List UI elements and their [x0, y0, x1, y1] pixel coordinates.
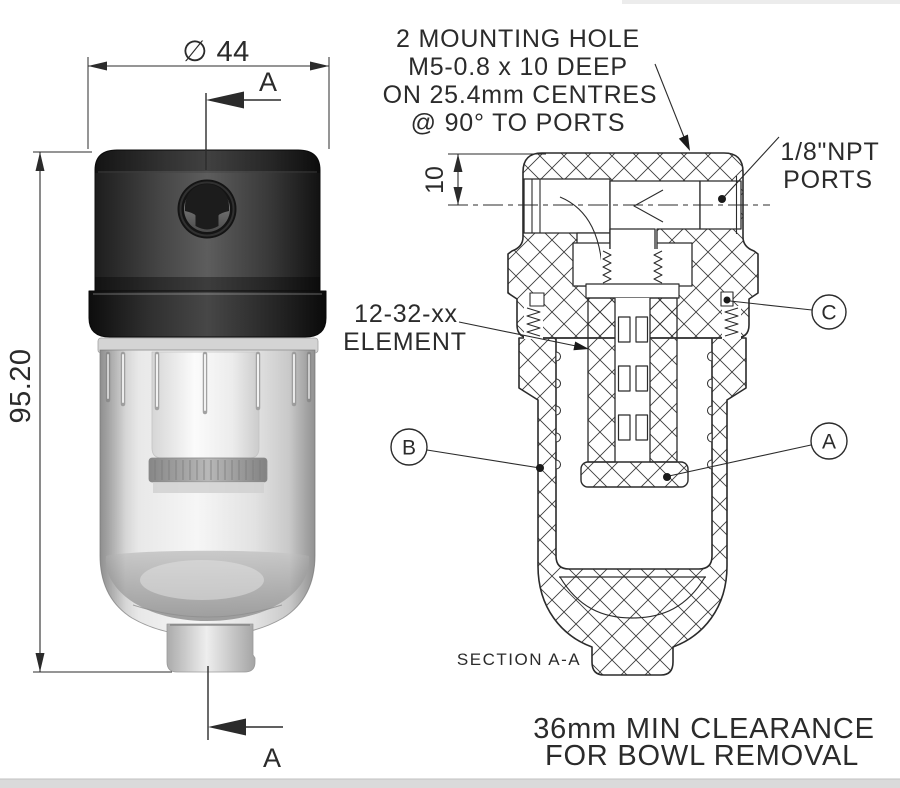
section-cut-label-top: A: [259, 67, 277, 97]
section-view-label: SECTION A-A: [457, 650, 581, 669]
cap-flange: [88, 290, 327, 338]
element-wall-right: [649, 297, 678, 463]
height-dimension: [33, 151, 172, 673]
port-depth-dimension: [448, 153, 546, 205]
section-cut-arrow-bottom: [207, 666, 283, 740]
balloon-a-leader: [663, 444, 812, 481]
element-wall-left: [587, 297, 616, 463]
note-ports-line2: PORTS: [783, 166, 873, 194]
balloon-b-leader: [426, 449, 544, 472]
section-element: [580, 283, 689, 488]
balloon-c-label: C: [821, 302, 836, 325]
note-mounting-hole-line2: M5-0.8 x 10 DEEP: [408, 53, 628, 81]
element-bottom-cap: [580, 461, 689, 488]
dim-diameter-text: ∅ 44: [182, 36, 250, 68]
note-element: 12-32-xx ELEMENT: [343, 300, 467, 356]
element-louvers: [617, 316, 649, 441]
note-element-line1: 12-32-xx: [354, 300, 458, 328]
note-ports: 1/8"NPT PORTS: [780, 138, 879, 194]
note-clearance-line1: 36mm MIN CLEARANCE: [533, 713, 875, 745]
bowl-inner-bottom: [559, 576, 706, 619]
note-ports-line1: 1/8"NPT: [780, 138, 879, 166]
standpipe: [609, 228, 656, 288]
note-mounting-hole-line4: @ 90° TO PORTS: [411, 109, 626, 137]
filter-section-view: [448, 152, 770, 676]
top-edge-artifact: [622, 0, 900, 4]
bowl-shading: [100, 350, 315, 636]
note-clearance-line2: FOR BOWL REMOVAL: [545, 740, 859, 772]
balloon-c: C: [811, 294, 847, 330]
note-mounting-hole-line1: 2 MOUNTING HOLE: [396, 25, 640, 53]
balloon-b: B: [390, 428, 428, 466]
left-port-cavity: [523, 178, 611, 234]
left-seal: [529, 292, 545, 307]
bottom-edge-artifact: [0, 778, 900, 788]
balloon-a: A: [810, 422, 848, 460]
flow-chevron: [633, 189, 664, 223]
mounting-hole-leader: [654, 63, 690, 151]
drain-plug: [166, 623, 256, 673]
balloon-a-label: A: [822, 431, 836, 454]
section-cut-label-bottom: A: [263, 743, 281, 773]
note-mounting-hole: 2 MOUNTING HOLE M5-0.8 x 10 DEEP ON 25.4…: [383, 25, 658, 137]
section-bowl: [518, 337, 747, 676]
dim-height-text: 95.20: [5, 348, 37, 423]
element-leader: [458, 321, 589, 351]
bowl-thread-bumps: [555, 351, 713, 470]
note-clearance: 36mm MIN CLEARANCE FOR BOWL REMOVAL: [533, 713, 875, 772]
dim-port-depth-text: 10: [421, 166, 449, 194]
note-element-line2: ELEMENT: [343, 328, 467, 356]
cap-port: [177, 179, 237, 239]
balloon-c-leader: [723, 296, 813, 311]
diameter-dimension: [87, 57, 330, 149]
element-top-cap: [585, 283, 680, 299]
balloon-b-label: B: [402, 437, 416, 460]
note-mounting-hole-line3: ON 25.4mm CENTRES: [383, 81, 658, 109]
filter-front-view: [88, 149, 327, 673]
section-cut-arrow-top: [205, 91, 281, 170]
thread-seals: [524, 249, 741, 339]
ports-leader: [718, 136, 780, 203]
